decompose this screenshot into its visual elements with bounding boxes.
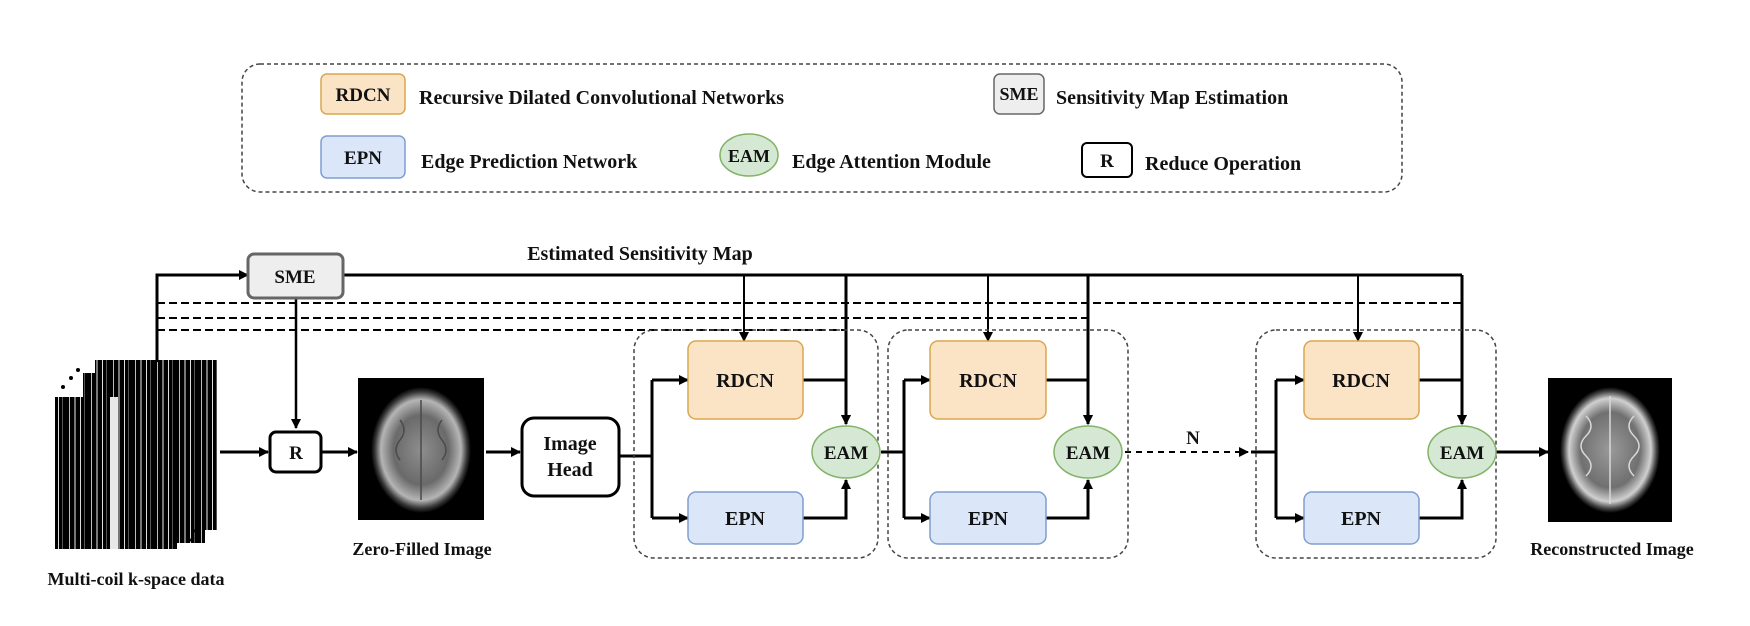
- image-head-line2: Head: [547, 459, 593, 481]
- image-head-line1: Image: [543, 433, 596, 455]
- epn-label-3: EPN: [1341, 508, 1382, 530]
- legend-sme-abbr: SME: [999, 84, 1038, 104]
- eam-node-3: [1427, 425, 1497, 479]
- legend-sme-desc: Sensitivity Map Estimation: [1056, 87, 1288, 109]
- kspace-label: Multi-coil k-space data: [48, 569, 225, 589]
- image-head-box: [520, 416, 621, 498]
- connections: [155, 270, 1549, 523]
- legend-eam-desc: Edge Attention Module: [792, 151, 991, 173]
- legend-eam-swatch: [719, 133, 779, 177]
- rdcn-box-1: [687, 340, 804, 420]
- estimated-map-label: Estimated Sensitivity Map: [527, 243, 753, 265]
- reduce-box: [268, 430, 323, 474]
- rdcn-label-1: RDCN: [716, 370, 774, 392]
- legend-epn-desc: Edge Prediction Network: [421, 151, 638, 173]
- sme-box: [246, 252, 345, 300]
- kspace-center-line: [110, 397, 118, 549]
- legend-epn-swatch: [320, 135, 406, 179]
- cascade-block-3: [1255, 329, 1497, 559]
- eam-node-2: [1053, 425, 1123, 479]
- epn-box-1: [687, 491, 804, 545]
- repeat-n-label: N: [1186, 428, 1200, 449]
- zero-filled-image: [358, 378, 484, 520]
- legend: RDCN Recursive Dilated Convolutional Net…: [241, 63, 1403, 193]
- epn-box-2: [929, 491, 1047, 545]
- legend-r-desc: Reduce Operation: [1145, 153, 1301, 175]
- legend-r-abbr: R: [1100, 151, 1114, 172]
- rdcn-label-3: RDCN: [1332, 370, 1390, 392]
- epn-box-3: [1303, 491, 1420, 545]
- epn-label-1: EPN: [725, 508, 766, 530]
- legend-rdcn-abbr: RDCN: [336, 85, 391, 106]
- sme-label: SME: [274, 267, 315, 288]
- eam-node-1: [811, 425, 881, 479]
- epn-label-2: EPN: [968, 508, 1009, 530]
- rdcn-box-2: [929, 340, 1047, 420]
- kspace-stack: [55, 360, 217, 549]
- legend-rdcn-desc: Recursive Dilated Convolutional Networks: [419, 87, 784, 109]
- eam-label-1: EAM: [824, 443, 868, 464]
- rdcn-label-2: RDCN: [959, 370, 1017, 392]
- legend-frame: [241, 63, 1403, 193]
- zero-filled-label: Zero-Filled Image: [352, 539, 491, 559]
- legend-r-swatch: [1081, 142, 1133, 178]
- eam-label-2: EAM: [1066, 443, 1110, 464]
- cascade-block-2: [887, 329, 1129, 559]
- reconstructed-image: [1548, 378, 1672, 522]
- eam-label-3: EAM: [1440, 443, 1484, 464]
- rdcn-box-3: [1303, 340, 1420, 420]
- reduce-label: R: [289, 443, 303, 464]
- legend-epn-abbr: EPN: [344, 148, 382, 169]
- legend-sme-swatch: [993, 73, 1045, 115]
- legend-rdcn-swatch: [320, 73, 406, 115]
- coil-dashed-lines: [157, 302, 1462, 331]
- legend-eam-abbr: EAM: [728, 146, 770, 166]
- reconstructed-label: Reconstructed Image: [1530, 539, 1693, 559]
